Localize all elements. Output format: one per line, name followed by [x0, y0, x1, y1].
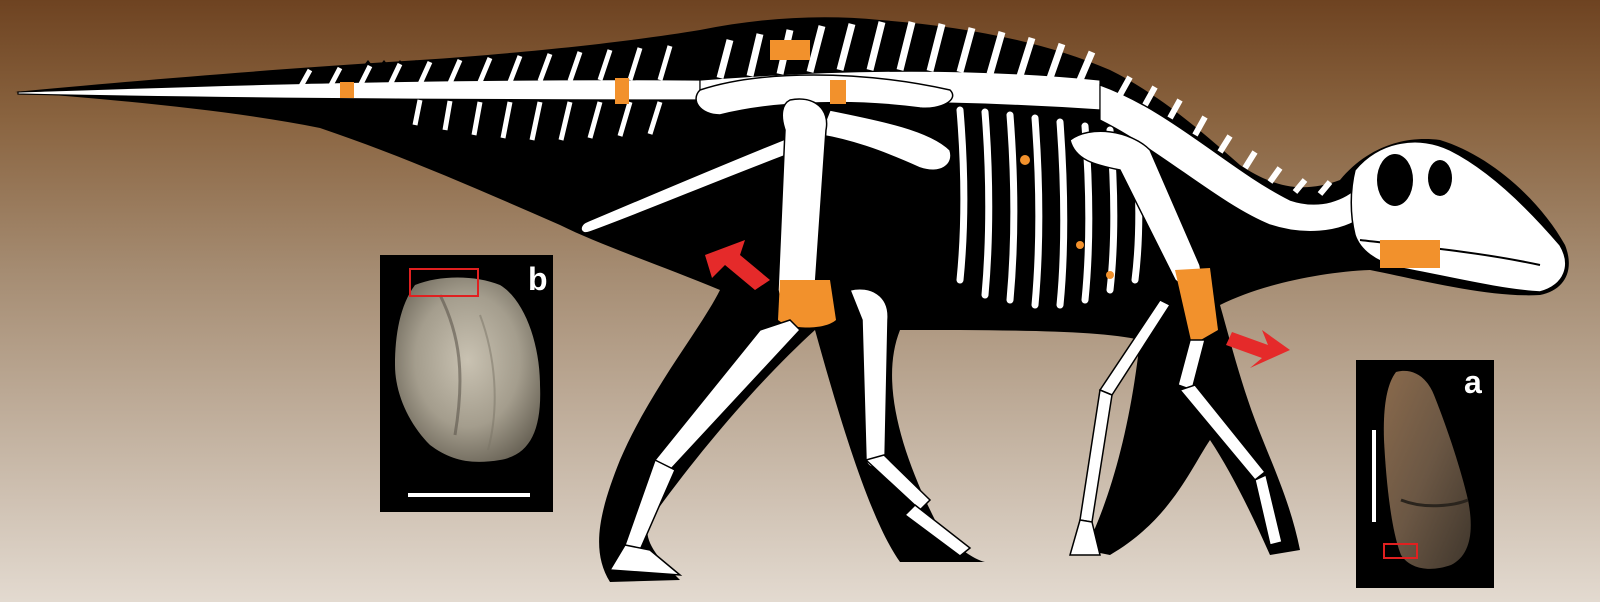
panel-label-a: a: [1464, 364, 1482, 400]
neural-spine-ridge: [360, 58, 1060, 70]
tail-vertebrae: [17, 45, 701, 141]
panel-label-b: b: [528, 261, 548, 297]
cervical-vertebrae: [1099, 75, 1366, 233]
arrow-to-humerus: [1226, 330, 1290, 368]
pelvis: [580, 74, 954, 234]
fossil-bone-photo-a: [1372, 370, 1471, 569]
inset-panel-a: a: [1356, 360, 1494, 588]
highlight-box-b: [409, 268, 479, 297]
skull: [1350, 141, 1567, 293]
fore-limb: [1069, 130, 1283, 556]
hind-limb: [608, 98, 972, 576]
highlight-box-a: [1383, 543, 1418, 559]
inset-panel-b: b: [380, 255, 553, 512]
scale-bar-b: [408, 493, 530, 497]
fossil-bone-photo-b: [395, 268, 541, 497]
preserved-fragments: [1020, 155, 1114, 279]
arrow-to-femur: [705, 240, 770, 290]
scale-bar-a: [1372, 430, 1376, 522]
